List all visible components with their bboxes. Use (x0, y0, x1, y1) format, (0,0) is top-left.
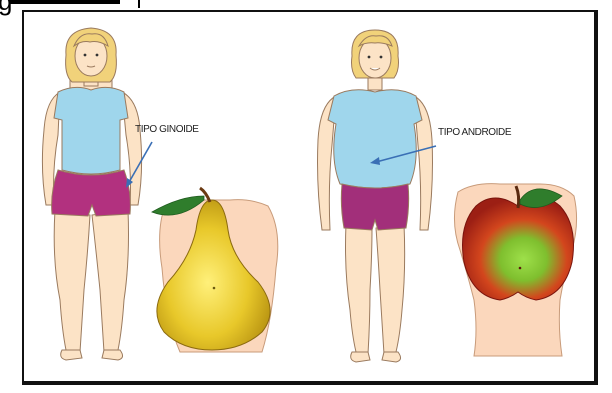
gynoid-figure (42, 28, 141, 360)
apple-icon (463, 186, 574, 300)
android-label: TIPO ANDROIDE (438, 127, 511, 138)
android-figure (318, 30, 433, 362)
gynoid-label: TIPO GINOIDE (135, 124, 199, 135)
